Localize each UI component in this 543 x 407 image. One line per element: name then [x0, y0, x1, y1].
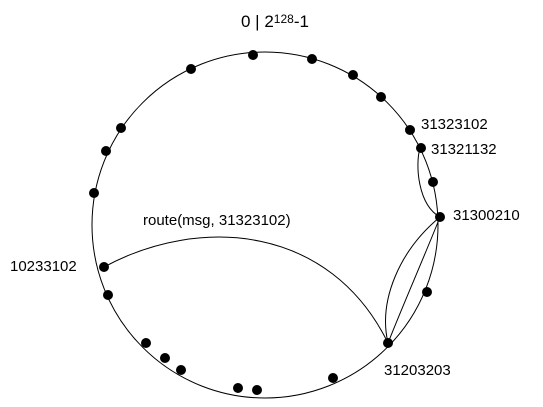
ring-nodes: [89, 50, 445, 395]
node-dot: [422, 287, 432, 297]
node-dot: [233, 383, 243, 393]
route-hop-31300210-to-31321132: [417, 147, 441, 218]
node-dot: [103, 290, 113, 300]
node-dot: [89, 188, 99, 198]
range-suffix: -1: [293, 12, 309, 31]
node-dot: [348, 70, 358, 80]
id-space-range-label: 0 | 2128-1: [241, 13, 309, 30]
node-dot-31300210: [435, 212, 445, 222]
node-dot-31321132: [416, 143, 426, 153]
range-prefix: 0 | 2: [241, 12, 274, 31]
node-label-31323102: 31323102: [421, 116, 488, 133]
node-dot-31203203: [383, 338, 393, 348]
node-dot: [116, 123, 126, 133]
node-dot: [101, 146, 111, 156]
node-dot: [328, 373, 338, 383]
route-hop-31203203-to-31300210-b: [387, 216, 441, 344]
node-dot: [248, 50, 258, 60]
node-label-31203203: 31203203: [384, 362, 451, 379]
node-dot-10233102: [99, 262, 109, 272]
route-hop-31203203-to-31300210-a: [385, 216, 441, 344]
node-label-31300210: 31300210: [453, 207, 520, 224]
node-dot: [252, 385, 262, 395]
node-dot: [141, 338, 151, 348]
node-dot: [186, 64, 196, 74]
route-hop-10233102-to-31203203: [103, 236, 389, 344]
node-dot: [428, 177, 438, 187]
id-space-ring: [91, 51, 439, 399]
node-dot: [376, 92, 386, 102]
node-dot: [307, 54, 317, 64]
range-exponent: 128: [273, 12, 294, 26]
node-label-10233102: 10233102: [10, 258, 77, 275]
node-dot: [160, 353, 170, 363]
route-label: route(msg, 31323102): [143, 212, 291, 229]
node-dot: [176, 365, 186, 375]
node-label-31321132: 31321132: [431, 141, 497, 158]
node-dot-31323102: [405, 125, 415, 135]
